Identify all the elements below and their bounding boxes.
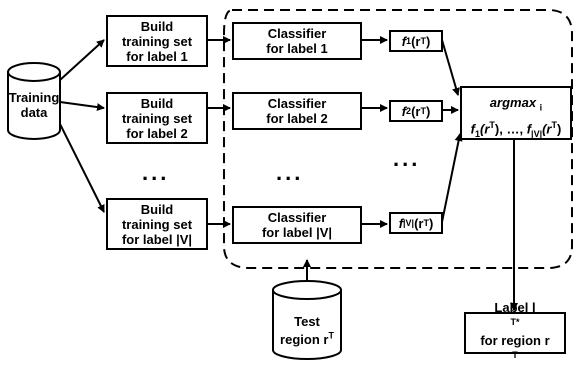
output-label-sup: T* [510,316,520,327]
argmax-f1-sub: 1 [475,128,481,139]
arrow-data-to-build-1 [59,39,105,81]
build-box-label-1: Build training set for label 1 [106,15,208,67]
f1-symbol: f [401,33,407,49]
build-box-label-v: Build training set for label |V| [106,198,208,250]
fv-close: ) [428,215,434,231]
training-data-cylinder [7,62,61,140]
classifier-v-line1: Classifier [267,210,327,225]
classifier-2-line2: for label 2 [266,111,328,126]
build-box-1-line3: for label 1 [126,48,188,64]
f2-arg: (r [411,103,421,119]
classifier-v-line2: for label |V| [261,225,333,240]
argmax-fv-close: ) [556,120,562,136]
argmax-fv-sub: |V| [531,128,543,139]
f1-sub: 1 [406,36,412,46]
ellipsis-classifier: ... [276,160,304,185]
f2-sub: 2 [406,106,412,116]
argmax-sub: i [539,102,543,113]
build-box-2-line1: Build [140,95,174,111]
argmax-args: f1(rT), …, f|V|(rT) [462,117,570,143]
fv-arg: (r [414,215,424,231]
argmax-word: argmax [489,95,537,110]
f2-sup: T [420,106,426,116]
argmax-f1: f [470,120,476,136]
test-region-sup: T [328,331,334,341]
fv-sub: |V| [403,218,415,228]
f1-close: ) [425,33,431,49]
test-region-line2: region rT [280,331,334,348]
classifier-1-line1: Classifier [267,26,327,41]
build-box-1-line1: Build [140,18,174,34]
build-box-1-line2: training set [121,33,193,49]
training-data-line1: Training [8,90,60,105]
classifier-2-line1: Classifier [267,96,327,111]
training-data-label: Training data [8,90,60,120]
output-label-line2: for region r T [480,333,549,366]
build-box-v-line1: Build [140,201,174,217]
arrow-fv-to-argmax [441,133,463,223]
fv-symbol: f [398,215,404,231]
arrow-f1-to-argmax [441,39,460,96]
arrow-data-to-build-v [59,123,105,213]
classifier-region-border [223,9,573,269]
argmax-fv-arg: (r [542,120,552,136]
f2-symbol: f [401,103,407,119]
f1-arg: (r [411,33,421,49]
classifier-box-label-2: Classifier for label 2 [232,92,362,130]
f1-sup: T [420,36,426,46]
build-box-v-line3: for label |V| [121,231,193,247]
test-region-line1: Test [294,314,320,329]
argmax-title: argmax i [462,94,570,117]
ellipsis-build: ... [142,160,170,185]
argmax-fv-sup: T [551,119,557,130]
fv-sup: T [423,218,429,228]
argmax-middle: ), …, [494,120,527,136]
argmax-fv: f [526,120,532,136]
test-region-label: Test region rT [273,314,341,347]
output-label-text: Label l [494,299,536,315]
argmax-f1-sup: T [489,119,495,130]
ellipsis-f: ... [393,146,421,171]
build-box-2-line3: for label 2 [126,125,188,141]
classifier-box-label-v: Classifier for label |V| [232,206,362,244]
classifier-1-line2: for label 1 [266,41,328,56]
f2-close: ) [425,103,431,119]
test-region-text: region r [280,332,329,348]
build-box-v-line2: training set [121,216,193,232]
argmax-f1-arg: (r [480,120,490,136]
test-region-cylinder [272,280,342,360]
arrow-data-to-build-2 [59,101,105,112]
classifier-box-label-1: Classifier for label 1 [232,22,362,60]
argmax-box: argmax i f1(rT), …, f|V|(rT) [460,86,572,140]
build-box-label-2: Build training set for label 2 [106,92,208,144]
training-data-line2: data [20,105,48,120]
build-box-2-line2: training set [121,110,193,126]
output-region-text: for region r [480,333,550,348]
output-region-sup: T [512,350,518,360]
